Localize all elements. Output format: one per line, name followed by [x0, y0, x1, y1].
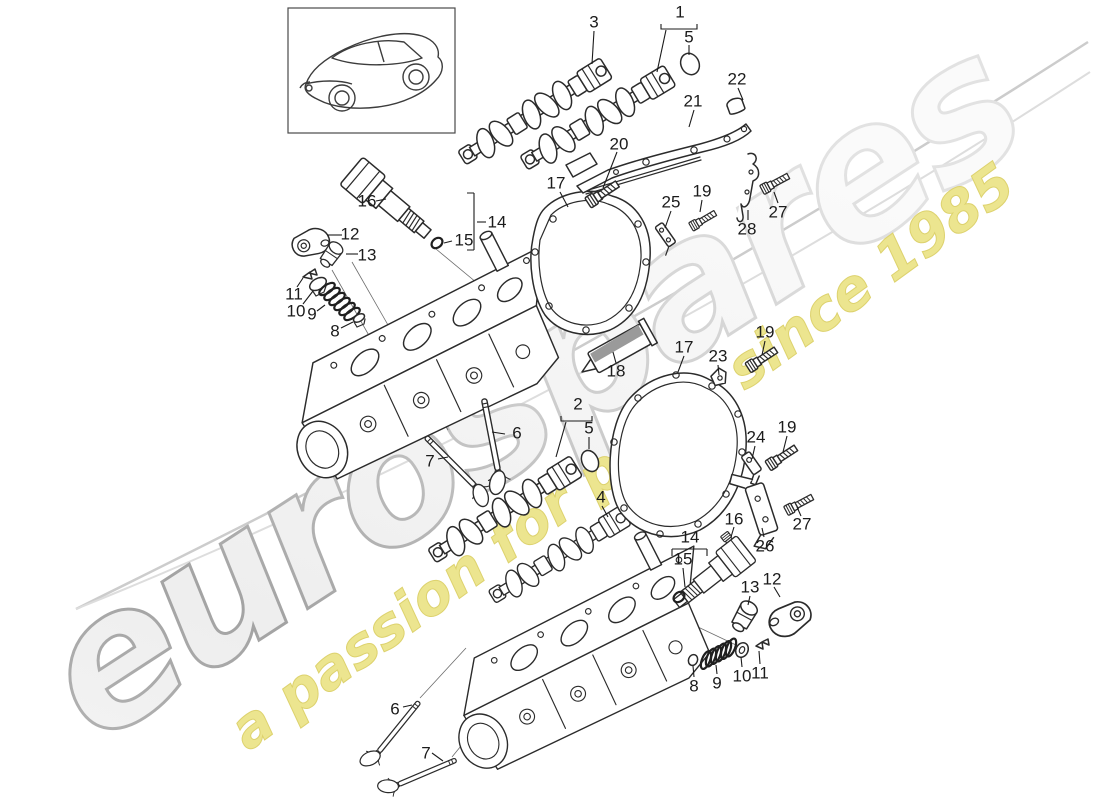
- seal-part-15-lower: [672, 590, 686, 604]
- part-callout-12-36[interactable]: 12: [762, 569, 782, 589]
- part-callout-7-27[interactable]: 7: [425, 451, 435, 471]
- part-callout-11-41[interactable]: 11: [751, 663, 769, 683]
- part-callout-5-25[interactable]: 5: [584, 418, 594, 438]
- part-callout-25-7[interactable]: 25: [661, 192, 681, 212]
- part-callout-16-31[interactable]: 16: [724, 509, 744, 529]
- part-callout-4-28[interactable]: 4: [596, 487, 606, 507]
- valve-spring-part-9-upper: [318, 281, 361, 322]
- part-callout-14-32[interactable]: 14: [680, 527, 700, 547]
- bracket-part-28: [736, 152, 760, 223]
- part-callout-3-0[interactable]: 3: [589, 12, 599, 32]
- clip-part-25: [654, 222, 676, 256]
- part-callout-16-11[interactable]: 16: [357, 191, 377, 211]
- part-callout-26-34[interactable]: 26: [755, 536, 775, 556]
- part-callout-2-24[interactable]: 2: [573, 394, 583, 414]
- part-callout-24-29[interactable]: 24: [746, 427, 766, 447]
- chain-cover-lower-part-17: [609, 371, 747, 538]
- part-callout-17-21[interactable]: 17: [674, 337, 694, 357]
- chain-cover-upper-part-17: [530, 190, 651, 336]
- part-callout-19-30[interactable]: 19: [777, 417, 797, 437]
- valve-keeper-part-11-lower: [755, 638, 770, 650]
- valve-keeper-part-11-upper: [302, 268, 318, 280]
- valve-spring-set-upper: [302, 268, 366, 328]
- part-callout-17-6[interactable]: 17: [546, 173, 566, 193]
- valve-spring-set-lower: [687, 637, 770, 671]
- part-callout-10-40[interactable]: 10: [732, 666, 752, 686]
- nut-part-22: [726, 97, 746, 115]
- part-callout-22-3[interactable]: 22: [727, 69, 747, 89]
- part-callout-6-26[interactable]: 6: [512, 423, 522, 443]
- spring-retainer-part-10-lower: [734, 641, 750, 659]
- part-callout-19-23[interactable]: 19: [755, 322, 775, 342]
- seal-ring-part-5-lower: [580, 449, 600, 473]
- seal-ring-part-5-upper: [679, 52, 701, 76]
- part-callout-6-42[interactable]: 6: [390, 699, 400, 719]
- part-callout-10-17[interactable]: 10: [286, 301, 306, 321]
- part-callout-18-20[interactable]: 18: [606, 361, 626, 381]
- part-callout-12-14[interactable]: 12: [340, 224, 360, 244]
- bracket-part-26: [728, 473, 779, 550]
- sealing-compound-tube-part-18: [581, 317, 659, 374]
- spring-seat-part-8-lower: [687, 653, 699, 667]
- part-callout-13-15[interactable]: 13: [357, 245, 377, 265]
- clip-part-24: [741, 451, 762, 486]
- clip-part-23: [710, 367, 727, 387]
- part-callout-9-18[interactable]: 9: [307, 304, 317, 324]
- part-callout-21-4[interactable]: 21: [683, 91, 703, 111]
- part-callout-14-12[interactable]: 14: [487, 212, 507, 232]
- vehicle-thumbnail: [287, 7, 456, 134]
- rocker-arm-part-12-lower: [763, 594, 818, 644]
- part-callout-27-9[interactable]: 27: [768, 202, 788, 222]
- part-callout-28-10[interactable]: 28: [737, 219, 757, 239]
- valve-spring-part-9-lower: [699, 637, 738, 671]
- lifter-part-13-lower: [727, 597, 761, 636]
- part-callout-8-38[interactable]: 8: [689, 676, 699, 696]
- part-callout-13-37[interactable]: 13: [740, 577, 760, 597]
- valve-part-7-lower: [372, 747, 461, 800]
- part-callout-11-16[interactable]: 11: [285, 284, 303, 304]
- part-callout-15-13[interactable]: 15: [454, 230, 474, 250]
- leader-lines: [296, 29, 802, 762]
- bolt-part-19-lower: [764, 442, 800, 472]
- spring-seat-part-8-upper: [352, 312, 366, 328]
- part-callout-19-8[interactable]: 19: [692, 181, 712, 201]
- callout-brackets: [467, 24, 708, 556]
- part-callout-27-35[interactable]: 27: [792, 514, 812, 534]
- part-callout-15-33[interactable]: 15: [673, 549, 693, 569]
- bracket-part-21: [565, 123, 752, 195]
- car-side-outline-icon: [299, 33, 443, 112]
- part-callout-9-39[interactable]: 9: [712, 673, 722, 693]
- part-callout-7-43[interactable]: 7: [421, 743, 431, 763]
- part-callout-20-5[interactable]: 20: [609, 134, 629, 154]
- part-callout-23-22[interactable]: 23: [708, 346, 728, 366]
- part-callout-8-19[interactable]: 8: [330, 321, 340, 341]
- part-callout-1-1[interactable]: 1: [675, 2, 685, 22]
- part-callout-5-2[interactable]: 5: [684, 27, 694, 47]
- seal-part-15-upper: [430, 236, 444, 250]
